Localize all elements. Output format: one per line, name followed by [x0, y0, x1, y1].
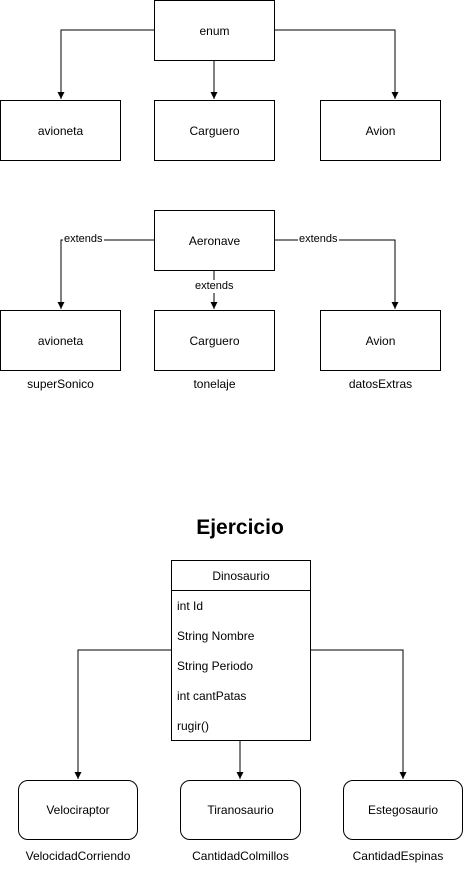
enum-child-label: Avion — [365, 123, 396, 138]
subclass-label: Estegosaurio — [367, 803, 439, 817]
enum-label: enum — [199, 23, 230, 38]
edge-enum-avion — [274, 29, 399, 99]
class-method: rugir() — [177, 719, 209, 733]
aeronave-label: Aeronave — [188, 233, 241, 248]
exercise-title: Ejercicio — [196, 516, 284, 539]
edge-aeronave-avion — [274, 239, 399, 309]
attribute-label: datosExtras — [348, 377, 413, 391]
extends-label-right: extends — [298, 233, 339, 246]
class-member: String Nombre — [177, 629, 255, 643]
subclass-label: Velociraptor — [46, 803, 110, 817]
subclass-avioneta: avioneta — [0, 310, 121, 371]
class-member: int cantPatas — [177, 689, 247, 703]
subclass-label: Avion — [365, 333, 396, 348]
subclass-label: Tiranosaurio — [207, 803, 274, 817]
enum-child-label: avioneta — [37, 123, 84, 138]
subclass-avion: Avion — [320, 310, 441, 371]
class-member: int Id — [177, 599, 204, 613]
attribute-label: CantidadColmillos — [192, 849, 289, 863]
edge-dinosaurio-velociraptor — [74, 649, 171, 779]
subclass-label: Carguero — [189, 333, 240, 348]
attribute-label: superSonico — [27, 377, 94, 391]
edge-aeronave-avioneta — [57, 239, 154, 309]
subclass-velociraptor: Velociraptor — [18, 780, 138, 840]
edge-enum-avioneta — [57, 29, 154, 99]
class-name: Dinosaurio — [172, 561, 310, 591]
enum-child-avion: Avion — [320, 100, 441, 161]
subclass-tiranosaurio: Tiranosaurio — [180, 780, 301, 840]
extends-label-center: extends — [194, 280, 235, 293]
attribute-label: VelocidadCorriendo — [25, 849, 131, 863]
enum-child-carguero: Carguero — [154, 100, 275, 161]
subclass-carguero: Carguero — [154, 310, 275, 371]
edge-dinosaurio-estegosaurio — [310, 649, 407, 779]
class-member: String Periodo — [177, 659, 254, 673]
attribute-label: tonelaje — [193, 377, 236, 391]
enum-box: enum — [154, 0, 275, 61]
attribute-label: CantidadEspinas — [352, 849, 444, 863]
enum-child-label: Carguero — [189, 123, 240, 138]
enum-child-avioneta: avioneta — [0, 100, 121, 161]
extends-label-left: extends — [63, 233, 104, 246]
aeronave-box: Aeronave — [154, 210, 275, 271]
subclass-label: avioneta — [37, 333, 84, 348]
subclass-estegosaurio: Estegosaurio — [343, 780, 463, 840]
dinosaurio-class-box: Dinosaurio int Id String Nombre String P… — [171, 560, 311, 741]
